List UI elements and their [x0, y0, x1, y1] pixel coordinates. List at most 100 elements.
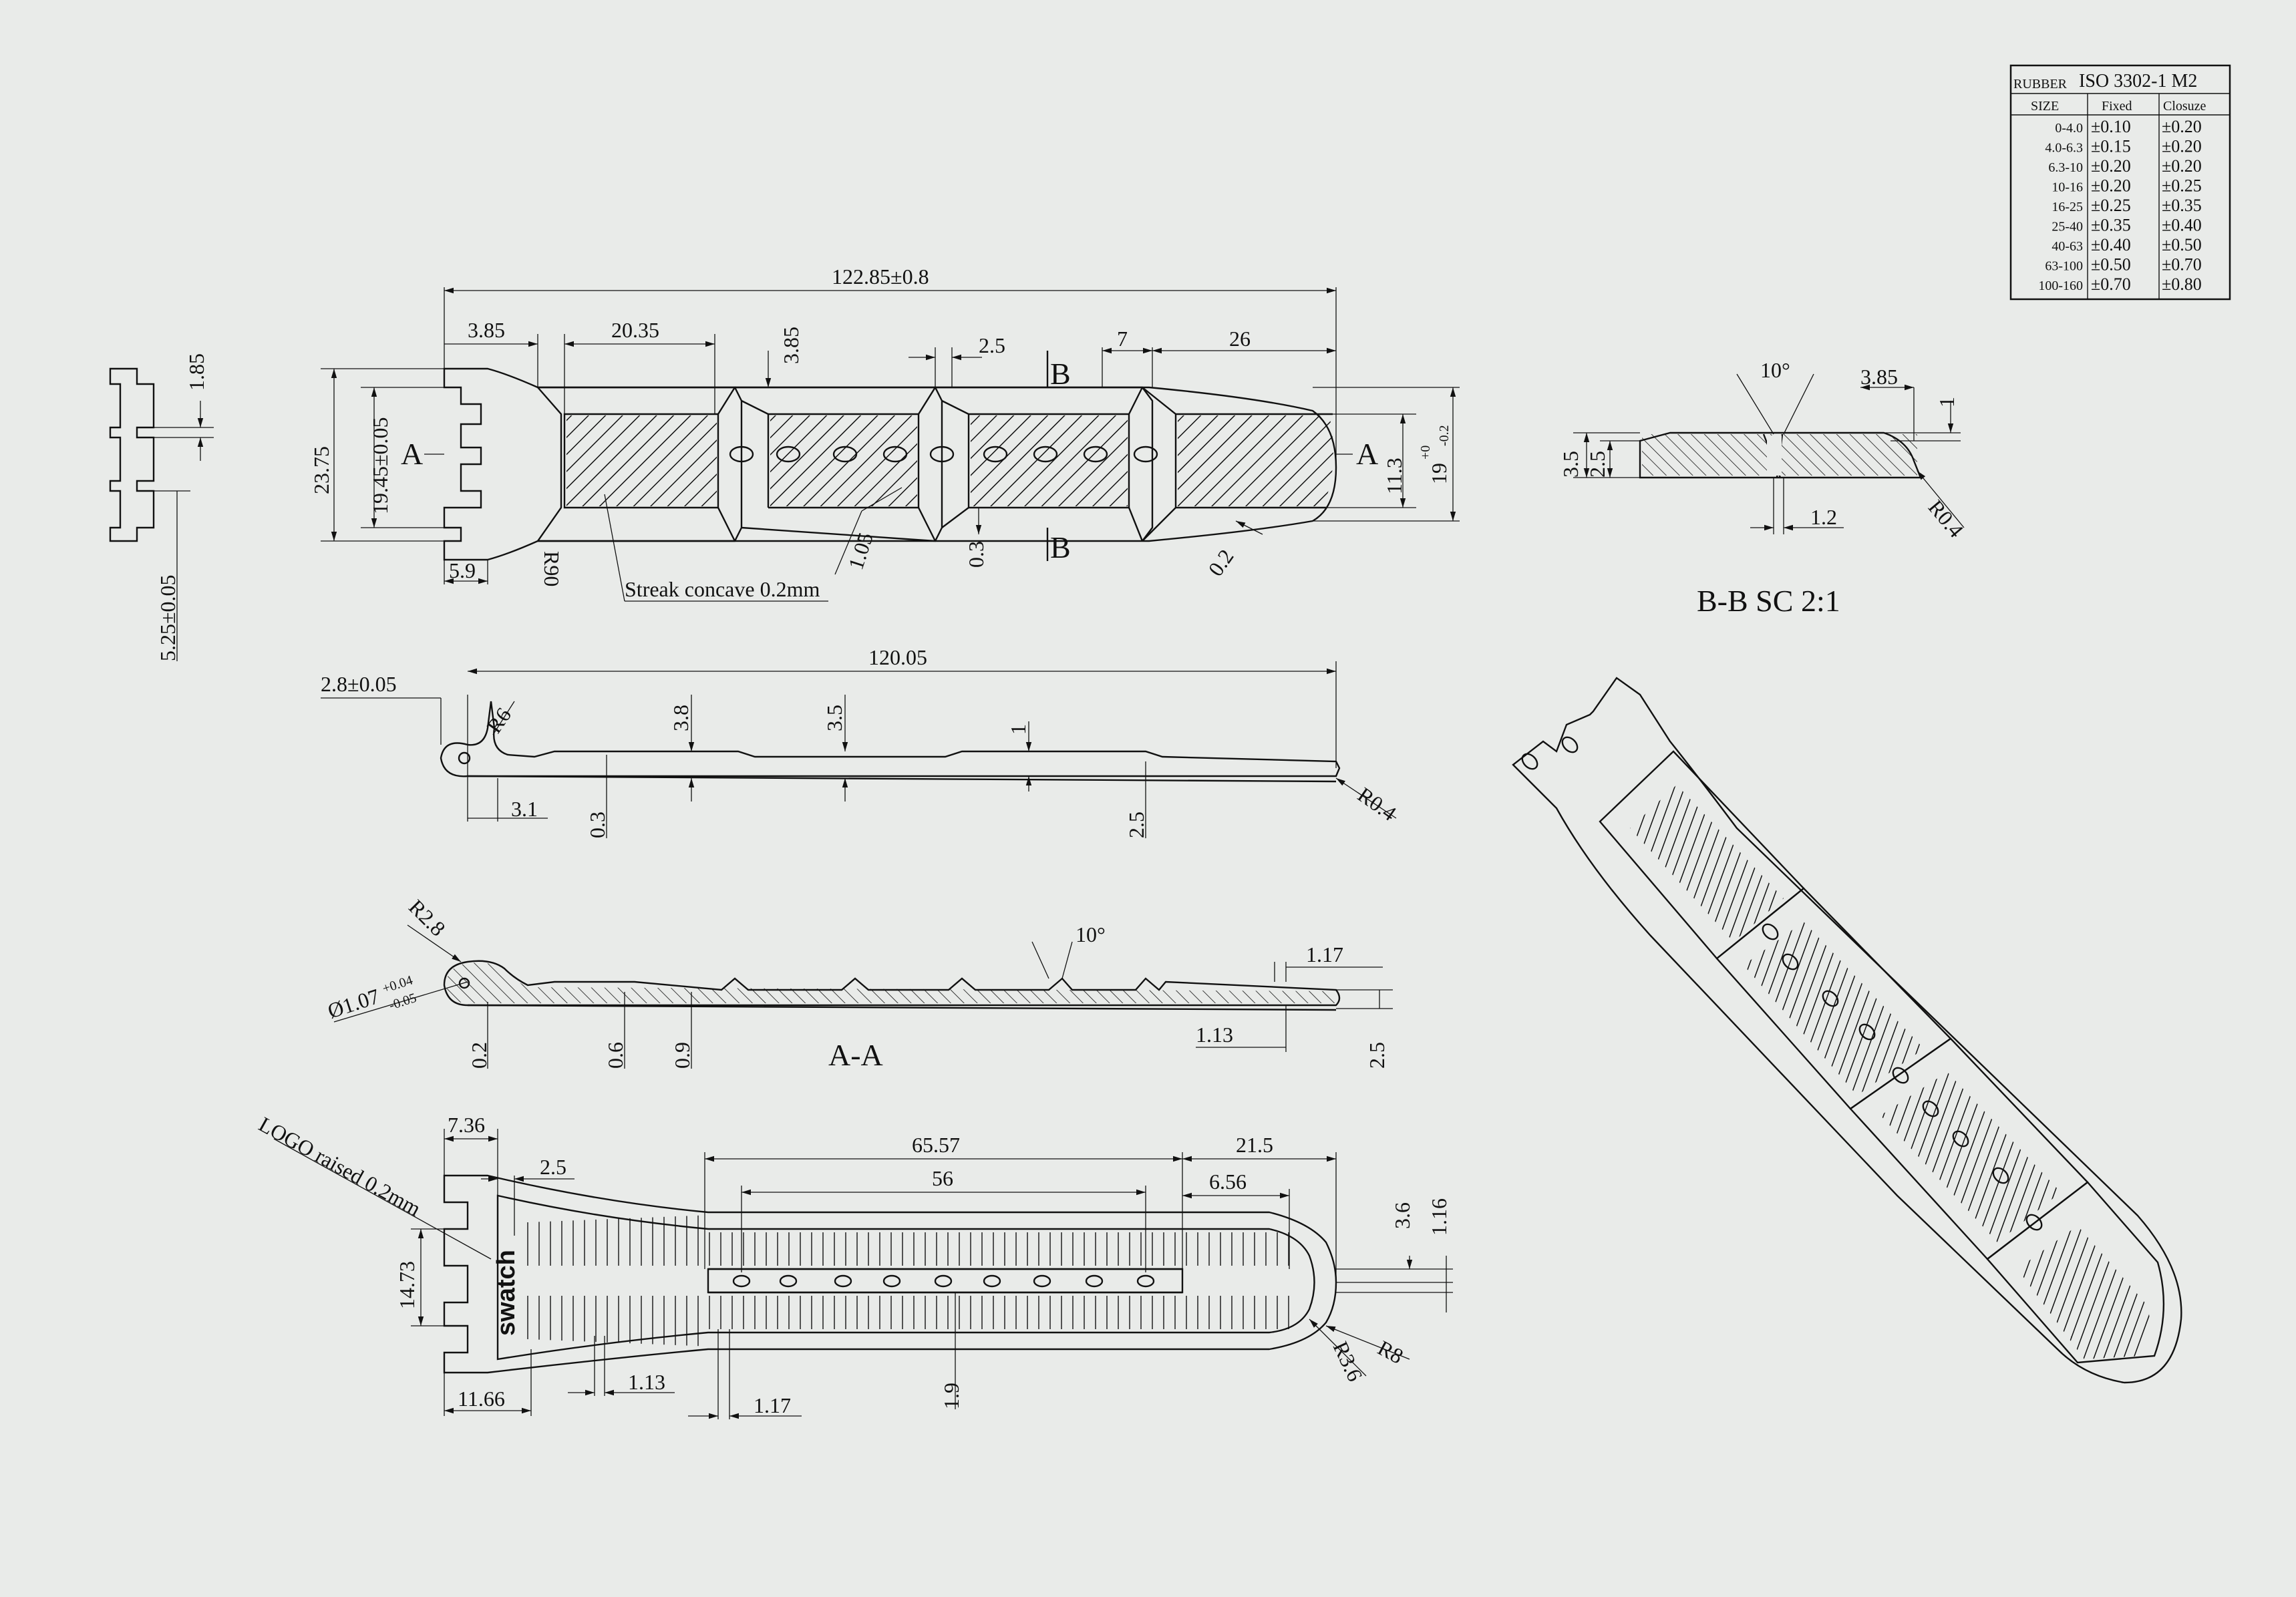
dim-1-17-bottom: 1.17 [754, 1393, 791, 1417]
table-rows: 0-4.0±0.10±0.204.0-6.3±0.15±0.206.3-10±0… [2038, 117, 2201, 294]
table-cell-fixed: ±0.20 [2091, 156, 2131, 176]
buckle-hole [1133, 446, 1158, 463]
buckle-hole [983, 1274, 1001, 1288]
ribs [527, 1215, 1289, 1347]
section-a-a: R2.8 Ø1.07 +0.04 -0.05 10° 1.17 2.5 1.13… [325, 894, 1393, 1072]
strap-outline-top [443, 367, 1337, 561]
dim-5-9: 5.9 [449, 558, 476, 582]
table-cell-closure: ±0.80 [2162, 275, 2202, 294]
dim-10deg-aa: 10° [1076, 922, 1106, 946]
buckle-hole [929, 446, 955, 463]
table-cell-fixed: ±0.40 [2091, 235, 2131, 254]
table-cell-size: 10-16 [2052, 180, 2083, 195]
dim-1-85: 1.85 [184, 353, 208, 391]
col-size: SIZE [2031, 99, 2059, 114]
dim-6-56: 6.56 [1209, 1170, 1247, 1194]
dim-1-bb: 1 [1935, 397, 1959, 407]
pin-hole-side [458, 751, 471, 765]
dim-1-13-aa: 1.13 [1196, 1023, 1233, 1047]
dim-14-73: 14.73 [395, 1261, 419, 1309]
dim-2-5-bb: 2.5 [1585, 451, 1609, 478]
dim-3-1: 3.1 [511, 797, 538, 821]
dim-3-6: 3.6 [1390, 1202, 1414, 1229]
buckle-holes-iso [1521, 736, 2043, 1231]
buckle-hole [1033, 446, 1058, 463]
bottom-outline [443, 1174, 1337, 1374]
dim-19-base: 19 [1427, 463, 1451, 484]
buckle-hole [1952, 1130, 1969, 1147]
side-view: 120.05 2.8±0.05 R6 3.8 3.5 1 3.1 0.3 2.5… [321, 645, 1401, 838]
buckle-hole [1892, 1067, 1909, 1084]
dim-3-5-side: 3.5 [822, 705, 846, 731]
table-cell-fixed: ±0.20 [2091, 176, 2131, 196]
dim-0-9-aa: 0.9 [670, 1042, 694, 1069]
streak-note: Streak concave 0.2mm [625, 577, 820, 601]
dim-21-5: 21.5 [1236, 1133, 1273, 1157]
hatch-panel-1 [566, 415, 717, 506]
dim-11-66: 11.66 [458, 1387, 505, 1411]
table-cell-fixed: ±0.70 [2091, 275, 2131, 294]
table-cell-closure: ±0.70 [2162, 255, 2202, 275]
table-cell-size: 16-25 [2052, 200, 2083, 214]
buckle-hole [834, 1274, 852, 1288]
dim-3-85-bb: 3.85 [1860, 365, 1898, 389]
isometric-view [1512, 677, 2182, 1384]
dim-1-17-aa: 1.17 [1306, 942, 1343, 966]
dim-26: 26 [1229, 327, 1251, 351]
table-cell-closure: ±0.50 [2162, 235, 2202, 254]
table-cell-closure: ±0.35 [2162, 196, 2202, 215]
section-b-top: B [1050, 357, 1071, 391]
table-cell-fixed: ±0.25 [2091, 196, 2131, 215]
buckle-hole [1085, 1274, 1104, 1288]
dim-overall-length: 122.85±0.8 [832, 264, 929, 289]
hole-strip [707, 1268, 1184, 1294]
table-cell-size: 4.0-6.3 [2045, 141, 2083, 156]
dim-65-57: 65.57 [912, 1133, 960, 1157]
table-cell-fixed: ±0.35 [2091, 216, 2131, 235]
buckle-hole [1521, 753, 1538, 770]
tolerance-table: RUBBER ISO 3302-1 M2 SIZE Fixed Closuze … [2009, 64, 2231, 301]
dim-0-2-aa: 0.2 [467, 1042, 491, 1069]
dim-r0-4-side: R0.4 [1353, 782, 1401, 826]
buckle-hole [729, 446, 754, 463]
dim-1-13-bottom: 1.13 [628, 1370, 665, 1394]
dim-0-3: 0.3 [964, 541, 988, 568]
table-cell-size: 100-160 [2038, 279, 2083, 293]
table-cell-size: 6.3-10 [2048, 160, 2083, 175]
dim-3-85-top: 3.85 [779, 327, 803, 364]
dim-11-3: 11.3 [1382, 458, 1406, 494]
dim-5-25: 5.25±0.05 [156, 574, 180, 661]
section-a-title: A-A [828, 1038, 883, 1072]
dim-2-5-bottom: 2.5 [540, 1155, 566, 1179]
dim-dia-base: Ø1.07 [325, 984, 382, 1023]
swatch-logo: swatch [492, 1250, 520, 1336]
dim-19-45: 19.45±0.05 [368, 417, 392, 514]
dim-r90: R90 [540, 551, 564, 586]
dim-0-2: 0.2 [1203, 545, 1238, 580]
buckle-hole [1922, 1100, 1939, 1117]
table-standard: ISO 3302-1 M2 [2079, 71, 2197, 92]
hatch-panel-4 [1178, 415, 1333, 506]
dim-7: 7 [1117, 327, 1128, 351]
dim-0-6-aa: 0.6 [603, 1042, 627, 1069]
dim-23-75: 23.75 [309, 446, 333, 494]
dim-1-9: 1.9 [939, 1383, 963, 1409]
buckle-hole [1782, 953, 1799, 970]
table-cell-size: 63-100 [2045, 259, 2083, 274]
buckle-holes-bottom [732, 1274, 1155, 1288]
col-closure: Closuze [2163, 99, 2206, 114]
buckle-hole [1033, 1274, 1051, 1288]
dim-1-05: 1.05 [843, 530, 878, 572]
buckle-hole [1561, 736, 1579, 753]
section-a-right: A [1356, 437, 1378, 471]
side-profile [440, 701, 1341, 777]
buckle-hole [934, 1274, 953, 1288]
table-cell-closure: ±0.20 [2162, 156, 2202, 176]
dim-120-05: 120.05 [868, 645, 927, 669]
dim-7-36: 7.36 [448, 1113, 485, 1137]
table-frame [2009, 64, 2231, 301]
buckle-hole [1822, 990, 1839, 1007]
dim-3-5-bb: 3.5 [1559, 451, 1583, 478]
dim-20-35: 20.35 [611, 318, 659, 342]
dim-1-2-bb: 1.2 [1810, 505, 1837, 529]
